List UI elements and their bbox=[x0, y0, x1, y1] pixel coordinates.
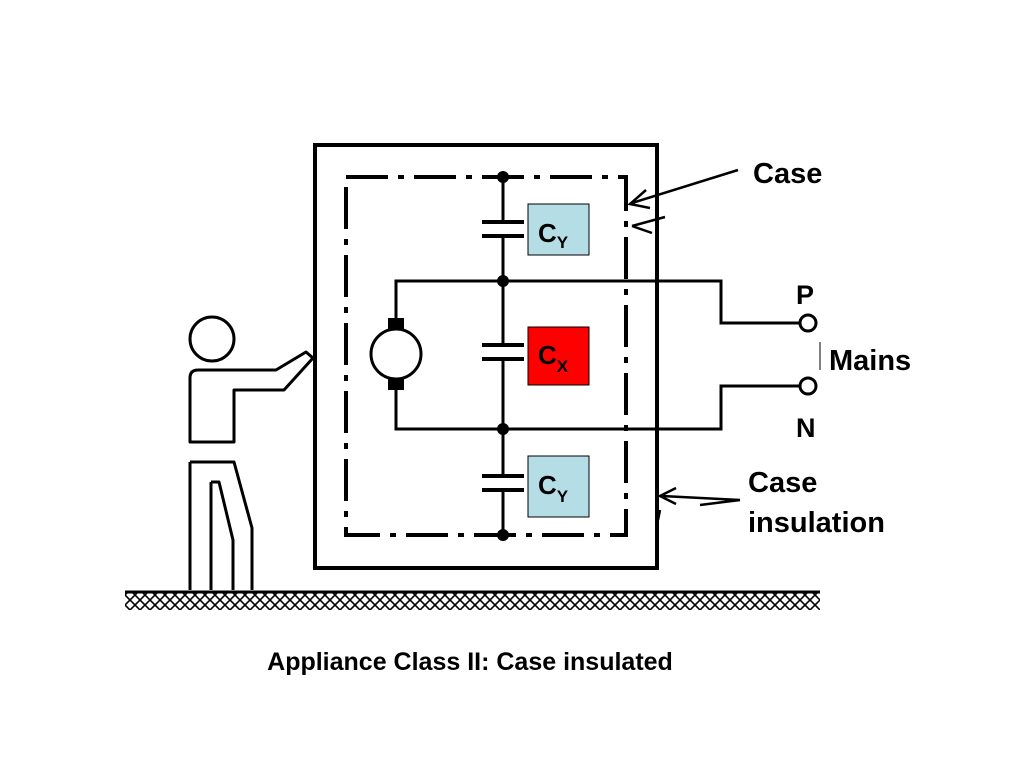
cy-top-box bbox=[527, 203, 590, 256]
terminal-p-label: P bbox=[796, 280, 814, 310]
cy-bottom-main: C bbox=[538, 470, 557, 500]
cy-top-sub: Y bbox=[557, 233, 569, 252]
cx-main: C bbox=[538, 340, 557, 370]
capacitor-plates bbox=[482, 220, 524, 492]
case-arrow bbox=[627, 168, 739, 235]
ground-hatch-icon bbox=[125, 590, 820, 610]
case-insulation-label-line2: insulation bbox=[748, 507, 885, 539]
cx-label: CX bbox=[538, 340, 569, 376]
cy-top-label: CY bbox=[538, 218, 569, 252]
cy-top-main: C bbox=[538, 218, 557, 248]
cy-bottom-label: CY bbox=[538, 470, 569, 506]
mains-label: Mains bbox=[829, 345, 911, 377]
case-insulation-arrow bbox=[656, 486, 741, 521]
motor-icon bbox=[369, 318, 423, 390]
mains-terminals bbox=[798, 313, 818, 396]
case-label: Case bbox=[753, 158, 822, 190]
junction-dots bbox=[497, 171, 509, 541]
case-outline bbox=[313, 143, 659, 570]
cx-box bbox=[527, 326, 590, 386]
person-icon bbox=[188, 315, 315, 590]
case-insulation-label-line1: Case bbox=[748, 467, 817, 499]
cx-sub: X bbox=[557, 357, 569, 376]
cy-bottom-sub: Y bbox=[557, 487, 569, 506]
diagram-caption: Appliance Class II: Case insulated bbox=[267, 648, 673, 676]
cy-bottom-box bbox=[527, 455, 590, 518]
terminal-n-label: N bbox=[796, 413, 816, 443]
supply-wiring bbox=[394, 279, 800, 431]
inner-enclosure bbox=[344, 175, 628, 537]
